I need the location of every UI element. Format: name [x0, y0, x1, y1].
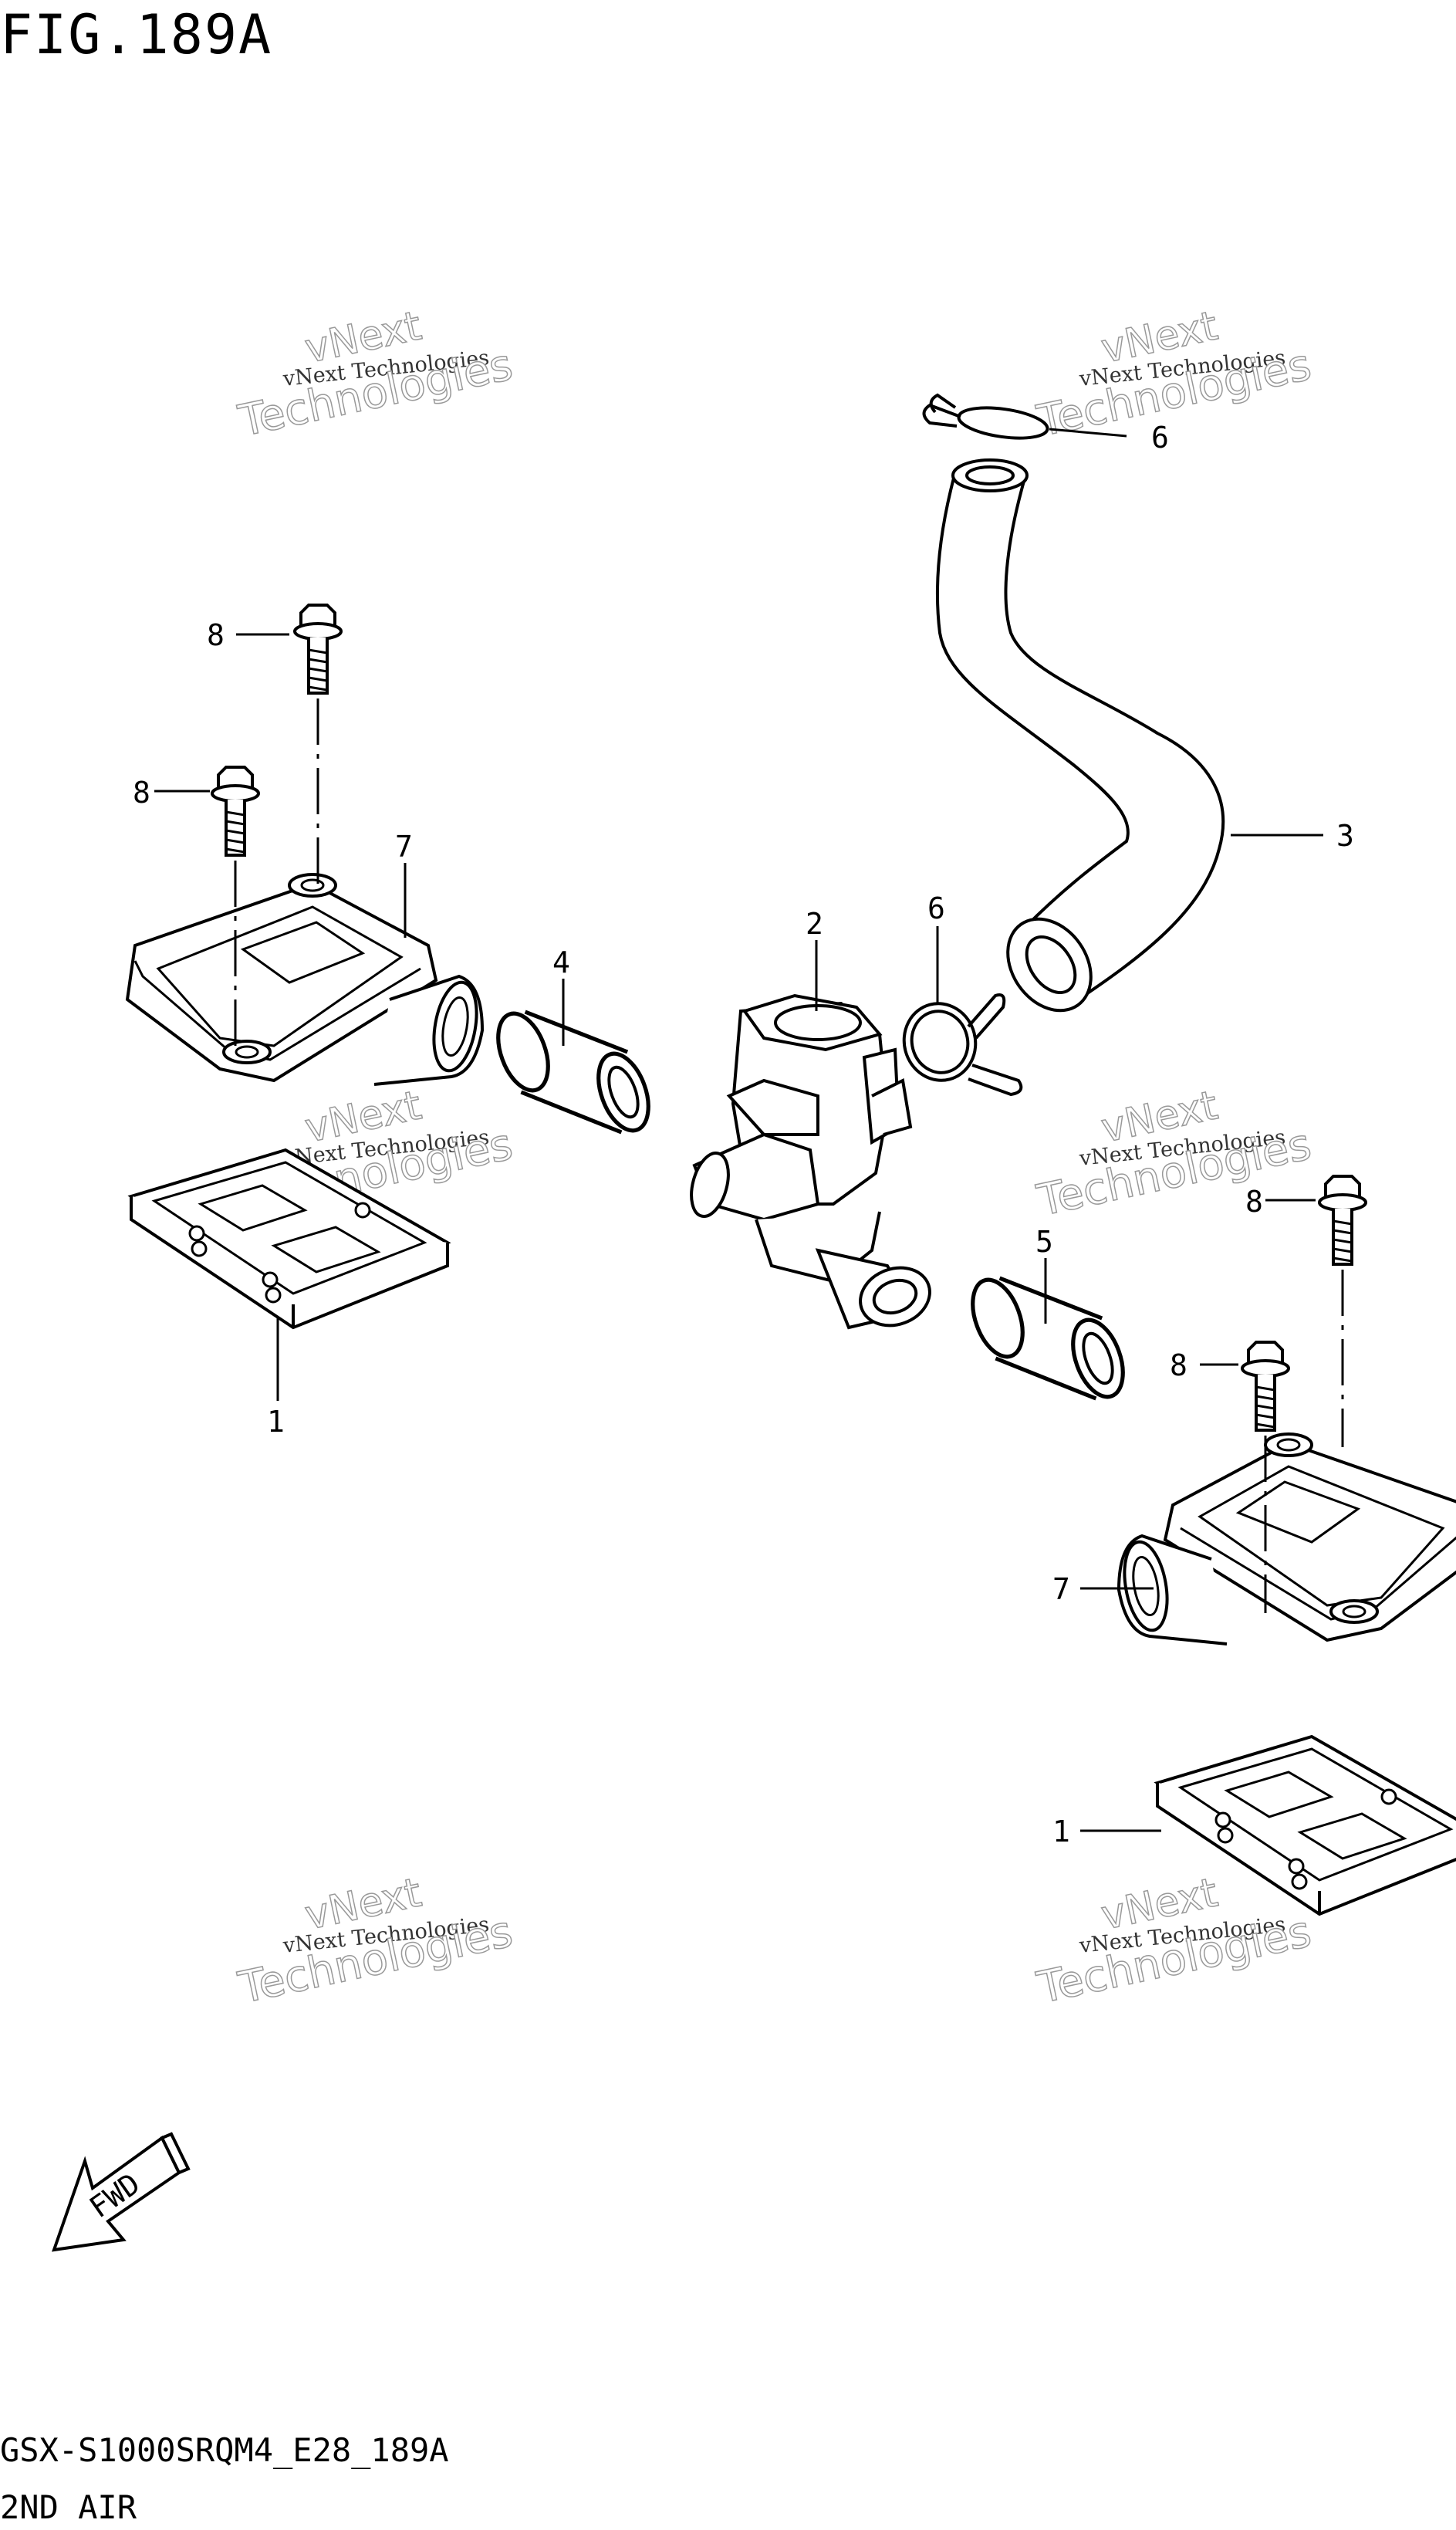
part-5-hose: [963, 1273, 1132, 1403]
callout-3: 3: [1336, 819, 1354, 853]
model-code: GSX-S1000SRQM4_E28_189A: [0, 2431, 449, 2469]
watermark-bottom-left: vNext Technologies vNext Technologies: [234, 1869, 518, 2014]
figure-title: FIG.189A: [0, 3, 273, 66]
watermark-top-left: vNext Technologies vNext Technologies: [234, 303, 518, 448]
fwd-arrow-icon: FWD: [52, 2132, 191, 2252]
bolt-alignment-lines: [234, 698, 1344, 1613]
part-7-cover-right: [1116, 1432, 1456, 1646]
callout-8: 8: [1245, 1185, 1263, 1219]
leader-lines: [154, 428, 1323, 1832]
watermark-top-right: vNext Technologies vNext Technologies: [1032, 303, 1316, 448]
watermark-middle-right: vNext Technologies vNext Technologies: [1032, 1082, 1316, 1227]
part-8-bolt-2: [211, 766, 260, 857]
callout-8: 8: [1170, 1348, 1187, 1382]
callout-8: 8: [207, 618, 225, 652]
callout-6: 6: [1151, 421, 1169, 455]
callout-7: 7: [395, 830, 413, 864]
figure-subtitle: 2ND AIR: [0, 2488, 137, 2526]
callout-8: 8: [133, 776, 150, 810]
callout-2: 2: [806, 907, 823, 941]
part-4-hose: [488, 1006, 657, 1137]
part-7-cover-left: [126, 873, 485, 1086]
part-6-clip-middle: [902, 993, 1023, 1097]
callout-labels: 6 8 8 7 3 2 6 4 1 5 8 8 7 1: [133, 421, 1354, 1848]
callout-7: 7: [1052, 1572, 1070, 1606]
part-3-air-hose: [935, 458, 1225, 1013]
part-6-clip-top: [922, 393, 1049, 440]
callout-4: 4: [552, 945, 570, 979]
callout-1: 1: [1052, 1815, 1070, 1848]
part-8-bolt-4: [1241, 1341, 1290, 1432]
part-8-bolt-3: [1318, 1175, 1367, 1266]
part-2-solenoid-valve: [690, 993, 931, 1330]
watermark-bottom-right: vNext Technologies vNext Technologies: [1032, 1869, 1316, 2014]
part-8-bolt-1: [293, 604, 343, 695]
callout-5: 5: [1035, 1225, 1053, 1259]
callout-6: 6: [927, 891, 945, 925]
callout-1: 1: [267, 1405, 285, 1439]
